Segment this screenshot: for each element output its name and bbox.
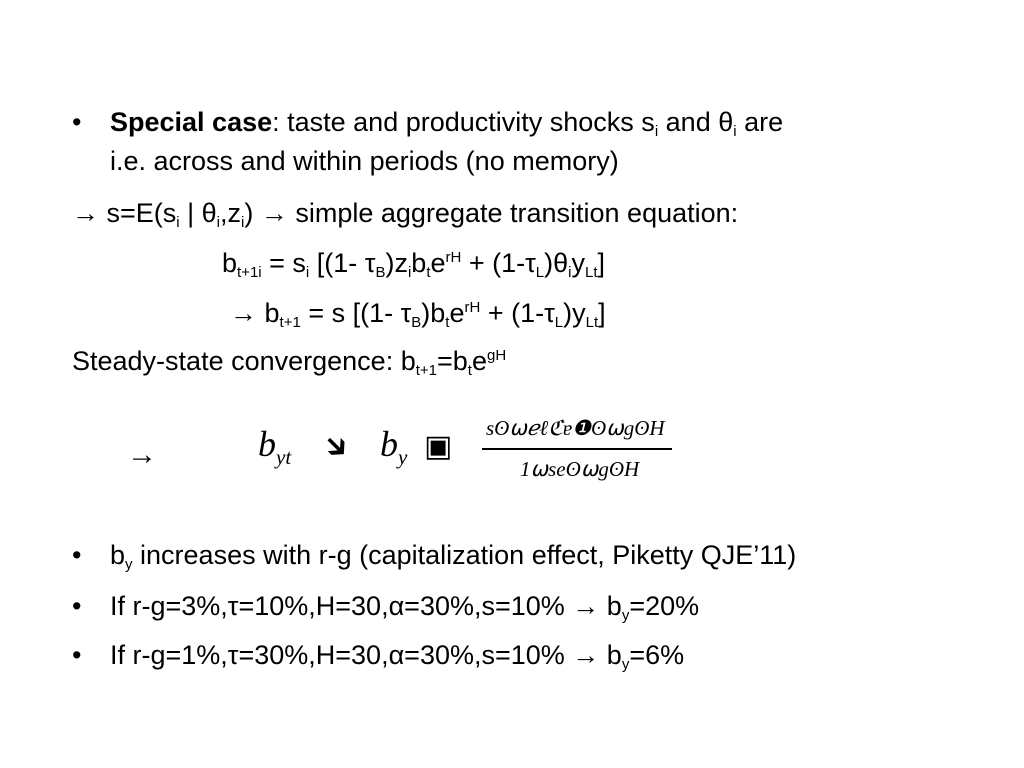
- subscript: t: [467, 362, 472, 379]
- bullet-marker: •: [72, 640, 82, 670]
- subscript: L: [554, 314, 564, 331]
- text-run: | θ: [179, 198, 217, 228]
- text-run: b: [411, 248, 427, 278]
- subscript: i: [241, 214, 245, 231]
- subscript: t+1i: [237, 264, 262, 281]
- superscript: rH: [445, 249, 462, 266]
- bullet-marker: •: [72, 540, 82, 570]
- text-run: )z: [385, 248, 408, 278]
- text-run: =20%: [629, 591, 700, 621]
- superscript: rH: [464, 299, 481, 316]
- fraction-bar: [482, 448, 672, 450]
- text-run: )θ: [544, 248, 569, 278]
- subscript: i: [733, 123, 737, 140]
- bullet-example-6pct: If r-g=1%,τ=30%,H=30,α=30%,s=10% → by=6%: [110, 638, 684, 672]
- subscript: t+1: [415, 362, 437, 379]
- subscript: i: [305, 264, 310, 281]
- text-run: are: [736, 107, 784, 137]
- text-run: If r-g=3%,τ=10%,H=30,α=30%,s=10% → b: [110, 591, 622, 621]
- subscript: yt: [276, 445, 292, 469]
- subscript: t: [426, 264, 431, 281]
- text-run: If r-g=1%,τ=30%,H=30,α=30%,s=10% → b: [110, 640, 622, 670]
- text-run: e: [430, 248, 446, 278]
- text-run: increases with r-g (capitalization effec…: [132, 540, 797, 570]
- equation-numerator: sʘ⍵ℯℓℭɐ❶ʘ⍵gʘH: [486, 416, 665, 440]
- subscript: i: [176, 214, 180, 231]
- text-run: b: [110, 540, 126, 570]
- text-run: =6%: [629, 640, 685, 670]
- special-case-label: Special case: [110, 107, 273, 137]
- text-run: b: [258, 424, 276, 464]
- text-run: ]: [598, 298, 606, 328]
- text-run: = s: [261, 248, 306, 278]
- subscript: t: [445, 314, 450, 331]
- equation-b-yt: byt: [258, 424, 291, 468]
- equation-symbol-arrow: 🡶: [326, 429, 347, 464]
- equation-arrow: →: [127, 438, 157, 471]
- subscript: i: [407, 264, 412, 281]
- aggregate-transition-line: → s=E(si | θi,zi) → simple aggregate tra…: [72, 196, 738, 230]
- text-run: i.e. across and within periods (no memor…: [110, 146, 619, 176]
- text-run: [(1- τ: [309, 248, 376, 278]
- subscript: i: [654, 123, 659, 140]
- subscript: y: [621, 656, 630, 673]
- text-run: + (1-τ: [461, 248, 536, 278]
- text-run: y: [571, 248, 586, 278]
- text-run: ,z: [220, 198, 242, 228]
- text-run: ) → simple aggregate transition equation…: [244, 198, 739, 228]
- subscript: L: [535, 264, 545, 281]
- equation-symbol-box: ▣: [424, 429, 453, 464]
- text-run: e: [449, 298, 465, 328]
- subscript: i: [216, 214, 221, 231]
- bullet-example-20pct: If r-g=3%,τ=10%,H=30,α=30%,s=10% → by=20…: [110, 589, 699, 623]
- superscript: gH: [487, 347, 507, 364]
- text-run: ]: [597, 248, 606, 278]
- no-memory-line: i.e. across and within periods (no memor…: [110, 144, 619, 178]
- subscript: i: [568, 264, 572, 281]
- text-run: )b: [421, 298, 446, 328]
- subscript: y: [621, 607, 630, 624]
- steady-state-line: Steady-state convergence: bt+1=btegH: [72, 344, 506, 378]
- subscript: t+1: [279, 314, 301, 331]
- equation-denominator: 1⍵seʘ⍵gʘH: [520, 457, 640, 481]
- subscript: y: [125, 556, 133, 573]
- special-case-line: Special case: taste and productivity sho…: [110, 105, 783, 139]
- text-run: b: [380, 424, 398, 464]
- bullet-marker: •: [72, 107, 82, 137]
- text-run: b: [222, 248, 238, 278]
- text-run: and θ: [658, 107, 734, 137]
- text-run: =b: [437, 346, 468, 376]
- text-run: + (1-τ: [480, 298, 555, 328]
- text-run: Steady-state convergence: b: [72, 346, 416, 376]
- text-run: )y: [563, 298, 586, 328]
- subscript: Lt: [585, 314, 599, 331]
- bullet-marker: •: [72, 591, 82, 621]
- subscript: y: [398, 445, 408, 469]
- subscript: B: [411, 314, 422, 331]
- text-run: → s=E(s: [72, 198, 177, 228]
- subscript: B: [375, 264, 386, 281]
- text-run: → b: [230, 298, 280, 328]
- aggregate-transition-equation: → bt+1 = s [(1- τB)bterH + (1-τL)yLt]: [230, 296, 606, 330]
- equation-b-y: by: [380, 424, 407, 468]
- individual-transition-equation: bt+1i = si [(1- τB)zibterH + (1-τL)θiyLt…: [222, 246, 605, 280]
- bullet-capitalization-effect: by increases with r-g (capitalization ef…: [110, 538, 796, 572]
- text-run: : taste and productivity shocks s: [272, 107, 655, 137]
- text-run: e: [471, 346, 487, 376]
- text-run: = s [(1- τ: [300, 298, 412, 328]
- subscript: Lt: [585, 264, 598, 281]
